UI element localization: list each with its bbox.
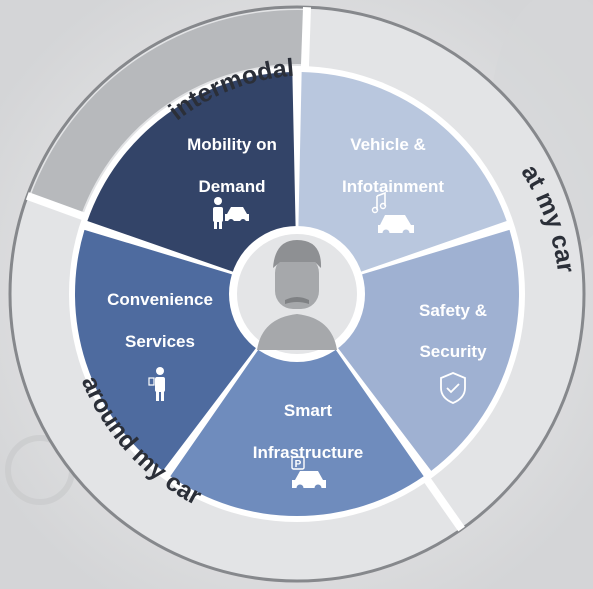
safety-label-line1: Safety & [419, 301, 487, 320]
segment-smart [170, 343, 424, 516]
ring-divider [25, 192, 86, 221]
convenience-label-line2: Services [125, 332, 195, 351]
svg-text:P: P [295, 459, 302, 470]
mobility-label-line2: Demand [198, 177, 265, 196]
mobility-label-line1: Mobility on [187, 135, 277, 154]
ring-divider [423, 476, 465, 532]
around-my-car-ring-sector [13, 196, 460, 578]
person-with-car-icon [213, 197, 249, 229]
segment-safety [333, 229, 519, 471]
at-my-car-ring-sector [305, 10, 581, 527]
intermodal-ring-sector [30, 10, 307, 216]
parking-car-icon: P [291, 456, 326, 492]
segment-convenience [75, 229, 261, 471]
valet-person-icon [148, 367, 165, 401]
ring-divider [300, 7, 312, 69]
convenience-label-line1: Convenience [107, 290, 213, 309]
vehicle-label-line2: Infotainment [342, 177, 444, 196]
segment-vehicle [298, 72, 507, 275]
shield-check-icon [440, 372, 466, 404]
music-note-car-icon [371, 191, 414, 237]
center-avatar [229, 226, 365, 362]
user-avatar-icon [257, 240, 337, 350]
vehicle-label-line1: Vehicle & [350, 135, 426, 154]
smart-label-line2: Infrastructure [253, 443, 364, 462]
safety-label-line2: Security [419, 342, 487, 361]
smart-label-line1: Smart [284, 401, 333, 420]
